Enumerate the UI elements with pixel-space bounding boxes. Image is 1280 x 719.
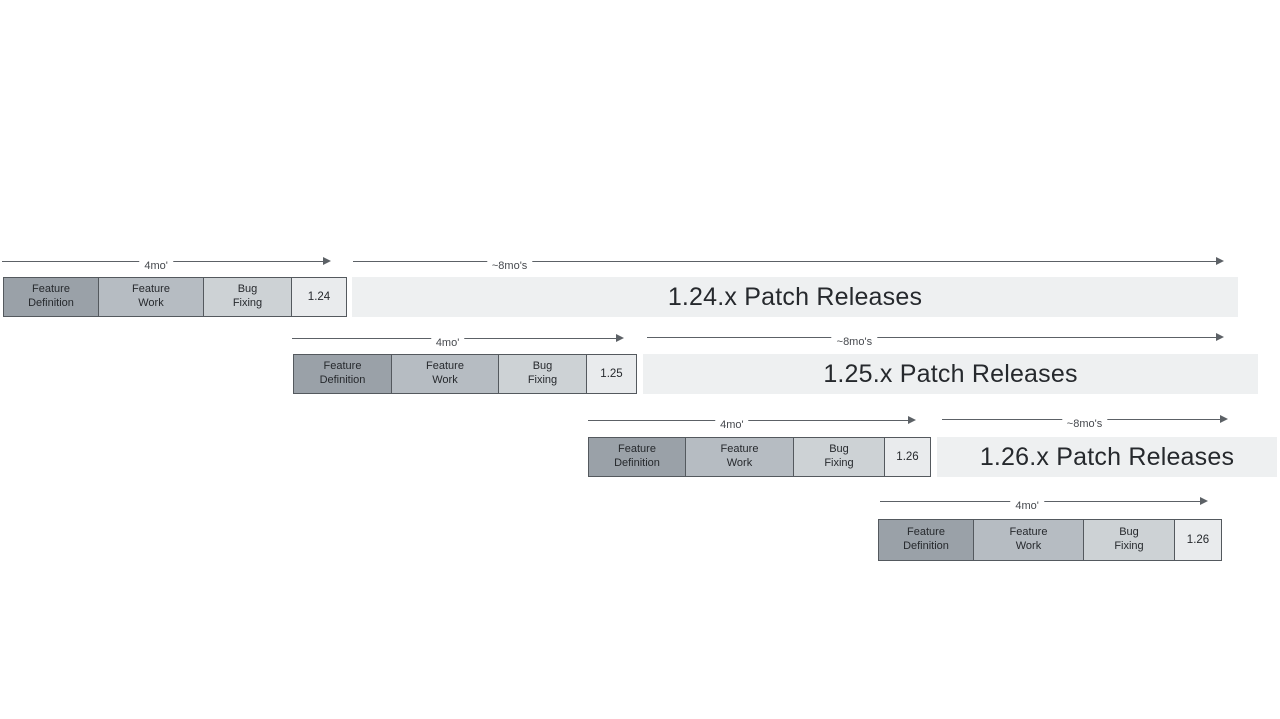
arrow-line — [353, 261, 1220, 262]
release-cycle-1.24: Feature Definition Feature Work Bug Fixi… — [3, 277, 347, 317]
duration-label-4mo: 4mo' — [715, 419, 749, 431]
phase-bug-fixing: Bug Fixing — [499, 355, 587, 393]
duration-label-4mo: 4mo' — [139, 260, 173, 272]
release-cycle-1.26: Feature Definition Feature Work Bug Fixi… — [588, 437, 931, 477]
arrow-head-icon — [1216, 257, 1224, 266]
phase-feature-work: Feature Work — [686, 438, 794, 476]
release-cycle-1.25: Feature Definition Feature Work Bug Fixi… — [293, 354, 637, 394]
patch-releases-bar-1.24: 1.24.x Patch Releases — [352, 277, 1238, 317]
phase-feature-work: Feature Work — [99, 278, 204, 316]
arrow-head-icon — [908, 416, 916, 425]
duration-label-8mo: ~8mo's — [1061, 418, 1108, 430]
phase-feature-definition: Feature Definition — [589, 438, 686, 476]
phase-feature-definition: Feature Definition — [879, 520, 974, 560]
version-box: 1.24 — [292, 278, 346, 316]
version-box: 1.26 — [1175, 520, 1221, 560]
duration-label-4mo: 4mo' — [1010, 500, 1044, 512]
duration-label-8mo: ~8mo's — [486, 260, 533, 272]
release-cycle-next: Feature Definition Feature Work Bug Fixi… — [878, 519, 1222, 561]
arrow-head-icon — [1200, 497, 1208, 506]
arrow-head-icon — [1216, 333, 1224, 342]
phase-feature-definition: Feature Definition — [294, 355, 392, 393]
duration-label-8mo: ~8mo's — [831, 336, 878, 348]
arrow-line — [588, 420, 912, 421]
phase-feature-work: Feature Work — [392, 355, 499, 393]
phase-feature-definition: Feature Definition — [4, 278, 99, 316]
phase-bug-fixing: Bug Fixing — [794, 438, 885, 476]
version-box: 1.25 — [587, 355, 636, 393]
arrow-head-icon — [616, 334, 624, 343]
phase-bug-fixing: Bug Fixing — [204, 278, 292, 316]
version-box: 1.26 — [885, 438, 930, 476]
arrow-head-icon — [1220, 415, 1228, 424]
phase-bug-fixing: Bug Fixing — [1084, 520, 1175, 560]
arrow-line — [647, 337, 1220, 338]
duration-label-4mo: 4mo' — [430, 337, 465, 349]
phase-feature-work: Feature Work — [974, 520, 1084, 560]
patch-releases-bar-1.26: 1.26.x Patch Releases — [937, 437, 1277, 477]
patch-releases-bar-1.25: 1.25.x Patch Releases — [643, 354, 1258, 394]
arrow-head-icon — [323, 257, 331, 266]
